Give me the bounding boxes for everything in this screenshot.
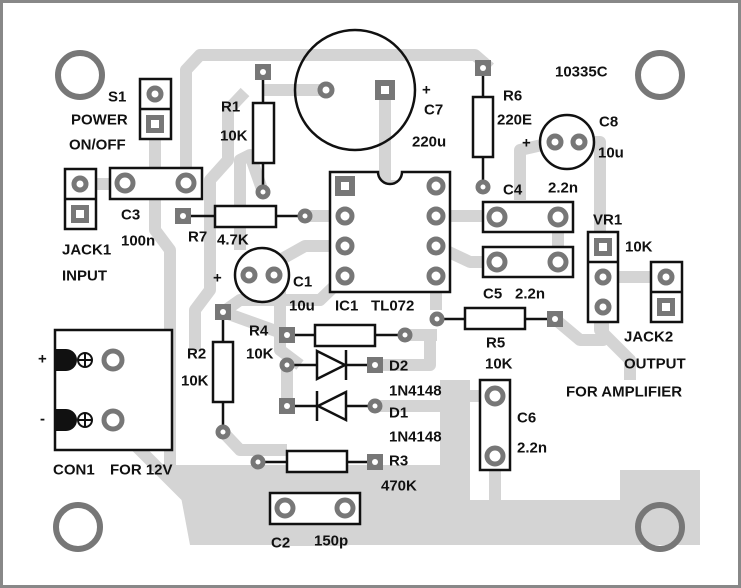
diode-d2 (279, 348, 383, 382)
capacitor-c5 (481, 245, 575, 279)
r2-value: 10K (181, 373, 209, 390)
r3-value: 470K (381, 478, 417, 495)
r2-ref: R2 (187, 346, 206, 363)
con1-minus: - (40, 411, 45, 428)
r5-value: 10K (485, 356, 513, 373)
jack2 (649, 260, 684, 324)
r7-ref: R7 (188, 229, 207, 246)
capacitor-c8 (538, 113, 596, 171)
c8-value: 10u (598, 145, 624, 162)
mounting-hole (53, 502, 103, 552)
connector-con1 (53, 328, 174, 452)
resistor-r6 (471, 60, 495, 195)
c2-ref: C2 (271, 535, 290, 552)
diode-d1 (279, 389, 383, 423)
capacitor-c1 (233, 246, 291, 304)
r1-value: 10K (220, 128, 248, 145)
c1-value: 10u (289, 298, 315, 315)
r1-ref: R1 (221, 99, 240, 116)
switch-s1 (138, 77, 173, 141)
mounting-hole (55, 50, 105, 100)
c8-ref: C8 (599, 114, 618, 131)
ic1-ref: IC1 (335, 298, 358, 315)
vr1-value: 10K (625, 239, 653, 256)
jack1-desc: INPUT (62, 268, 107, 285)
c7-polarity: + (422, 82, 431, 99)
con1-plus: + (38, 351, 47, 368)
r4-ref: R4 (249, 323, 269, 340)
capacitor-c3 (108, 166, 204, 201)
r6-ref: R6 (503, 88, 522, 105)
c1-ref: C1 (293, 274, 312, 291)
r3-ref: R3 (389, 453, 408, 470)
d2-ref: D2 (389, 358, 408, 375)
vr1-ref: VR1 (593, 212, 622, 229)
c3-ref: C3 (121, 207, 140, 224)
c3-value: 100n (121, 233, 155, 250)
d1-ref: D1 (389, 405, 408, 422)
d1-value: 1N4148 (389, 429, 442, 446)
c7-ref: C7 (424, 102, 443, 119)
r5-ref: R5 (486, 335, 505, 352)
c5-value: 2.2n (515, 286, 545, 303)
s1-desc: ON/OFF (69, 137, 126, 154)
resistor-r3 (250, 449, 383, 474)
r6-value: 220E (497, 112, 532, 129)
resistor-r4 (279, 323, 413, 348)
c6-value: 2.2n (517, 440, 547, 457)
con1-desc: FOR 12V (110, 462, 173, 479)
jack2-desc: FOR AMPLIFIER (566, 384, 682, 401)
ic1-value: TL072 (371, 298, 414, 315)
d2-value: 1N4148 (389, 383, 442, 400)
capacitor-c6 (478, 378, 512, 472)
c4-ref: C4 (503, 182, 523, 199)
jack1-ref: JACK1 (62, 242, 111, 259)
board-code: 10335C (555, 64, 608, 81)
c1-polarity: + (213, 270, 222, 287)
resistor-r1 (251, 64, 276, 200)
con1-ref: CON1 (53, 462, 95, 479)
r4-value: 10K (246, 346, 274, 363)
c7-value: 220u (412, 134, 446, 151)
s1-ref: S1 (108, 89, 126, 106)
c4-value: 2.2n (548, 180, 578, 197)
resistor-r5 (429, 306, 563, 331)
capacitor-c2 (268, 491, 362, 526)
jack2-ref: JACK2 (624, 329, 673, 346)
c8-polarity: + (522, 135, 531, 152)
resistor-r7 (175, 204, 313, 229)
c2-value: 150p (314, 533, 348, 550)
ic1-dip8 (328, 170, 452, 294)
capacitor-c7 (293, 28, 417, 152)
potentiometer-vr1 (586, 230, 620, 324)
mounting-hole (635, 50, 685, 100)
resistor-r2 (211, 304, 235, 440)
jack2-desc: OUTPUT (624, 356, 686, 373)
capacitor-c4 (481, 200, 575, 234)
c5-ref: C5 (483, 286, 502, 303)
mounting-hole (635, 502, 685, 552)
jack1 (63, 167, 98, 231)
r7-value: 4.7K (217, 232, 249, 249)
s1-desc: POWER (71, 112, 128, 129)
c6-ref: C6 (517, 410, 536, 427)
